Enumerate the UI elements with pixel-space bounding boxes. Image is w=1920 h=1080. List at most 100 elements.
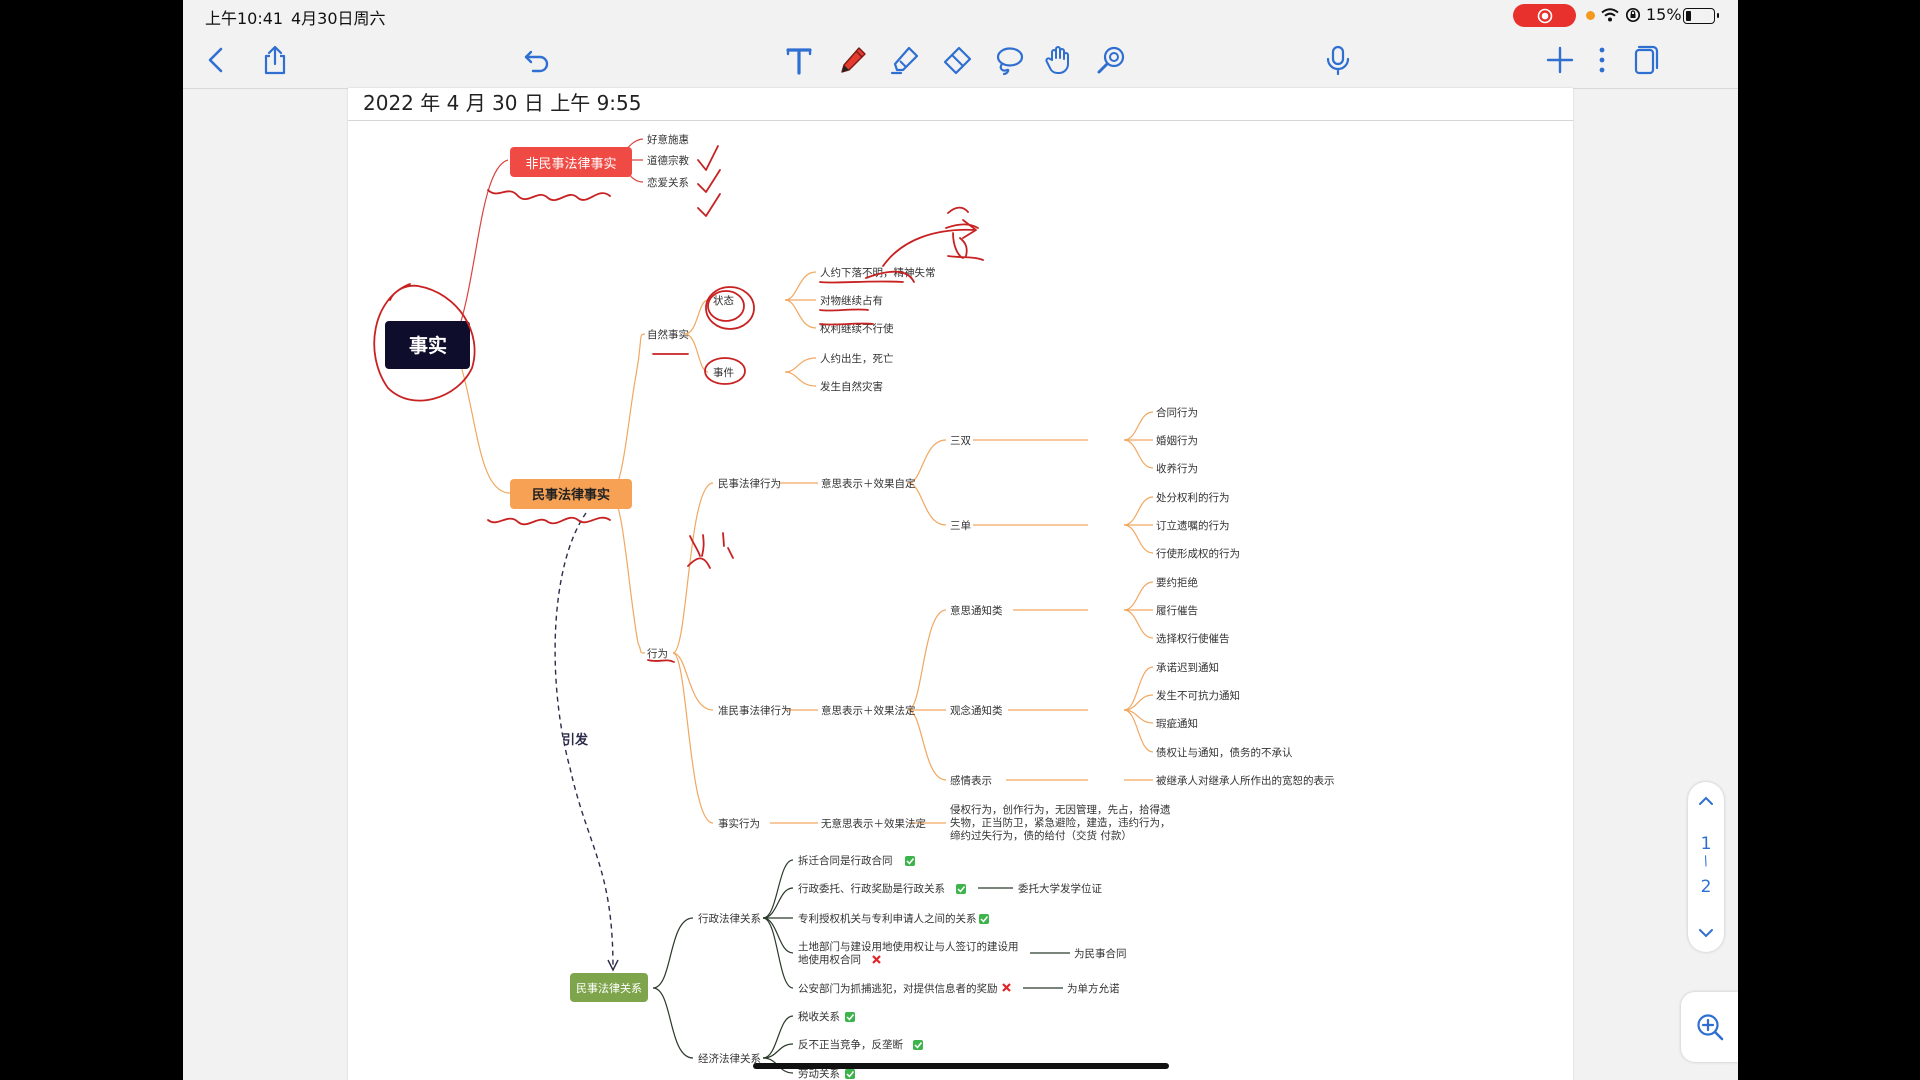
fact-act-desc: 失物，正当防卫，紧急避险，建造，违约行为，: [950, 816, 1171, 829]
non-civil-child: 道德宗教: [647, 154, 689, 167]
admin-item-note: 为单方允诺: [1067, 982, 1120, 995]
toolbar: [183, 32, 1738, 89]
event-child: 人约出生，死亡: [820, 352, 894, 365]
lasso-tool-icon: [996, 47, 1024, 76]
civil-label: 民事法律事实: [532, 487, 610, 503]
note-timestamp: 2022 年 4 月 30 日 上午 9:55: [363, 91, 642, 115]
admin-item-line2: 地使用权合同: [798, 953, 861, 966]
add-page-button[interactable]: [1540, 40, 1580, 80]
lasso-tool-button[interactable]: [989, 40, 1029, 80]
status-bar: 上午10:41 4月30日周六 15%: [183, 0, 1738, 32]
text-tool-button[interactable]: [779, 40, 819, 80]
current-page-number: 1: [1700, 834, 1712, 854]
idea-notice-child: 发生不可抗力通知: [1156, 689, 1240, 702]
screen-recording-indicator[interactable]: [1513, 4, 1576, 27]
unilateral-child: 订立遗嘱的行为: [1156, 519, 1230, 532]
admin-item: 公安部门为抓捕逃犯，对提供信息者的奖励: [798, 982, 998, 995]
pen-tool-button[interactable]: [833, 40, 873, 80]
check-mark-icon: [905, 856, 915, 866]
emotion-label: 感情表示: [950, 774, 992, 787]
text-tool-icon: [786, 48, 812, 75]
mic-in-use-dot: [1586, 11, 1595, 20]
bilateral-child: 合同行为: [1156, 406, 1198, 419]
wifi-icon: [1601, 8, 1619, 22]
civil-node[interactable]: [510, 479, 632, 509]
non-civil-child: 好意施惠: [647, 133, 689, 146]
natural-fact-label: 自然事实: [647, 328, 689, 341]
total-page-number: 2: [1700, 877, 1712, 897]
zoom-button[interactable]: [1681, 992, 1738, 1062]
admin-item: 土地部门与建设用地使用权让与人签订的建设用: [798, 940, 1019, 953]
add-page-icon: [1546, 46, 1574, 74]
share-icon: [264, 45, 286, 75]
intent-notice-label: 意思通知类: [950, 604, 1003, 617]
civil-relation-label: 民事法律关系: [576, 981, 642, 995]
admin-relation-label: 行政法律关系: [698, 912, 761, 925]
bilateral-label: 三双: [950, 435, 971, 447]
battery-percent: 15%: [1646, 5, 1682, 24]
eraser-tool-button[interactable]: [937, 40, 977, 80]
event-label: 事件: [713, 366, 734, 379]
chevron-up-icon[interactable]: [1697, 794, 1715, 808]
pages-button[interactable]: [1624, 40, 1664, 80]
admin-item: 拆迁合同是行政合同: [798, 854, 893, 867]
fact-act-desc: 缔约过失行为，债的给付（交货 付款）: [950, 829, 1132, 842]
more-button[interactable]: [1582, 40, 1622, 80]
emotion-child: 被继承人对继承人所作出的宽恕的表示: [1156, 774, 1335, 787]
admin-item: 行政委托、行政奖励是行政关系: [798, 882, 945, 895]
fact-act-label: 事实行为: [718, 817, 760, 830]
unilateral-child: 行使形成权的行为: [1156, 547, 1240, 560]
record-icon: [1537, 8, 1552, 23]
non-civil-label: 非民事法律事实: [525, 157, 616, 172]
root-node[interactable]: [385, 321, 470, 369]
idea-notice-child: 债权让与通知，债务的不承认: [1156, 746, 1293, 759]
idea-notice-child: 承诺迟到通知: [1156, 661, 1219, 674]
intent-notice-child: 要约拒绝: [1156, 576, 1198, 589]
back-button[interactable]: [197, 40, 237, 80]
intent-notice-child: 履行催告: [1156, 604, 1198, 617]
rotation-lock-icon: [1625, 7, 1641, 23]
non-civil-child: 恋爱关系: [647, 176, 689, 189]
fact-act-formula: 无意思表示＋效果法定: [821, 817, 926, 830]
econ-item: 税收关系: [798, 1010, 840, 1023]
note-page[interactable]: 2022 年 4 月 30 日 上午 9:55: [348, 88, 1573, 1080]
root-label: 事实: [409, 334, 447, 357]
back-icon: [208, 47, 223, 73]
intent-notice-child: 选择权行使催告: [1156, 632, 1230, 645]
act-label: 行为: [647, 647, 668, 660]
laser-tool-button[interactable]: [1091, 40, 1131, 80]
microphone-button[interactable]: [1318, 40, 1358, 80]
idea-notice-label: 观念通知类: [950, 704, 1003, 717]
idea-notice-child: 瑕疵通知: [1156, 717, 1198, 730]
econ-item: 劳动关系: [798, 1067, 840, 1080]
chevron-down-icon[interactable]: [1697, 926, 1715, 940]
cross-mark-icon: [1002, 983, 1011, 992]
share-button[interactable]: [255, 40, 295, 80]
triggers-label: 引发: [562, 732, 589, 748]
undo-button[interactable]: [517, 40, 557, 80]
home-indicator[interactable]: [753, 1063, 1169, 1069]
check-mark-icon: [845, 1069, 855, 1079]
check-mark-icon: [913, 1040, 923, 1050]
admin-item: 专利授权机关与专利申请人之间的关系: [798, 912, 977, 925]
eraser-tool-icon: [943, 46, 972, 75]
highlighter-tool-button[interactable]: [885, 40, 925, 80]
check-mark-icon: [979, 914, 989, 924]
hand-tool-button[interactable]: [1039, 40, 1079, 80]
econ-item: 反不正当竞争，反垄断: [798, 1038, 903, 1051]
check-mark-icon: [845, 1012, 855, 1022]
zoom-in-icon: [1696, 1014, 1723, 1041]
civil-relation-node[interactable]: [570, 973, 648, 1002]
econ-relation-label: 经济法律关系: [698, 1052, 761, 1065]
non-civil-node[interactable]: [510, 147, 632, 177]
page-navigator: 1 / 2: [1688, 782, 1724, 952]
laser-tool-icon: [1097, 46, 1125, 74]
hand-tool-icon: [1045, 46, 1069, 74]
pages-icon: [1634, 45, 1659, 75]
check-mark-icon: [956, 884, 966, 894]
handwritten-annotations: [373, 145, 984, 663]
state-child: 人约下落不明，精神失常: [820, 266, 936, 279]
ipad-screen: 上午10:41 4月30日周六 15%: [183, 0, 1738, 1080]
bilateral-child: 收养行为: [1156, 462, 1198, 475]
event-child: 发生自然灾害: [820, 380, 883, 393]
